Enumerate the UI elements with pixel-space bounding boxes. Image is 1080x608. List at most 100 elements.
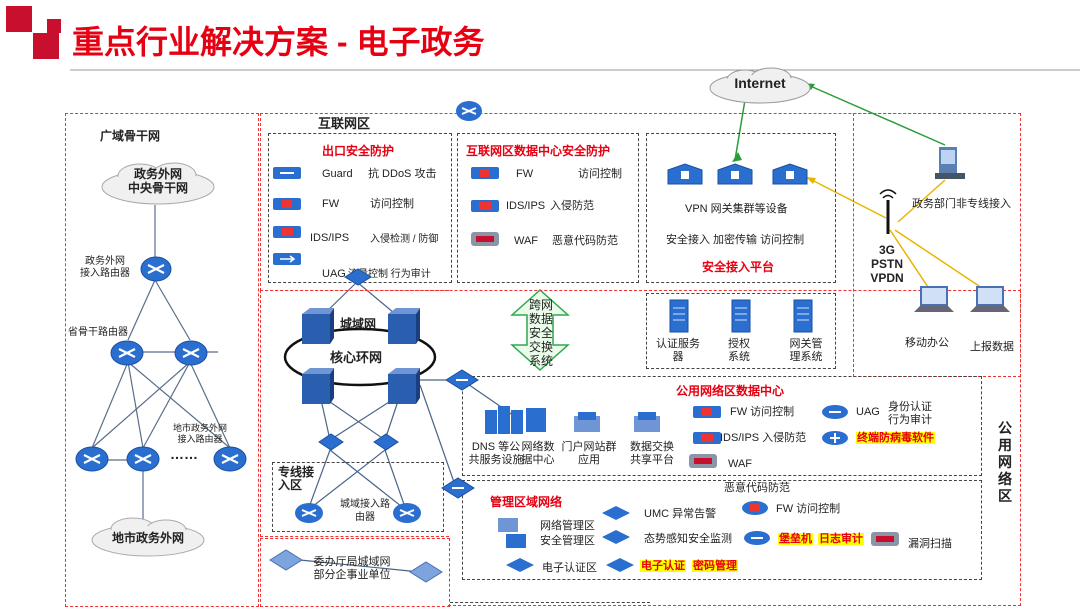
public-service-3: 数据交换共享平台 [630,441,674,466]
web-portal-icon [574,412,600,432]
firewall-icon [742,501,768,515]
mgmt-fw: FW 访问控制 [776,503,841,515]
wan-zone [65,113,259,607]
exchange-platform-icon [634,412,660,432]
server-icon [731,299,751,333]
province-router-label: 省骨干路由器 [68,327,128,338]
servers-box [646,293,836,369]
building-icon [269,549,303,571]
mgmt-crypto-wrap: 密码管理 [692,560,738,573]
remote-net-0: 3G [878,243,895,257]
metro-zone [260,290,449,537]
public-service-2: 门户网站群应用 [561,441,617,466]
exchange-label: 跨网数据安全交换系统 [528,298,553,368]
dedicated-box [272,462,444,532]
public-waf-func: 恶意代码防范 [724,482,790,494]
router-icon [295,503,323,523]
guard-device-icon [273,167,301,179]
dc-title: 互联网区数据中心安全防护 [466,144,611,158]
firewall-icon [471,167,499,179]
cloud-icon [101,162,215,205]
laptop-icon [914,286,954,312]
waf-icon [689,454,717,468]
network-mgmt-icon [498,518,526,548]
pc-icon [935,147,965,179]
antivirus-icon [822,431,848,445]
remote-dept-label: 政务部门非专线接入 [912,198,1011,210]
dc-func-0: 访问控制 [578,168,622,180]
egress-func-0: 抗 DDoS 攻击 [368,168,437,180]
central-cloud-line2: 中央骨干网 [127,181,188,195]
cloud-icon [91,517,205,557]
public-dc-box [462,376,982,476]
public-waf-label: WAF [728,458,753,470]
public-dc-title: 公用网络区数据中心 [676,384,785,398]
office-zone [260,538,450,607]
router-icon [75,446,109,472]
router-icon [174,340,208,366]
city-router-line2: 接入路由器 [177,434,223,444]
router-icon [110,340,144,366]
dc-device-2: WAF [514,235,539,247]
mgmt-umc: UMC 异常告警 [644,508,717,520]
crypto-highlight: 密码管理 [692,560,738,572]
vpn-gateway-icon [667,163,703,185]
dedicated-label: 专线接入区 [278,465,315,492]
ecert-icon [606,558,634,572]
core-switch-icon [302,368,334,404]
ids-ips-icon [693,432,721,444]
vpn-title: 安全接入平台 [702,260,775,274]
router-icon [456,101,482,121]
mgmt-situation: 态势感知安全监测 [644,533,732,545]
log-audit-highlight: 日志审计 [818,533,864,545]
egress-device-0: Guard [322,168,353,180]
switch-icon [344,268,372,286]
internet-zone [260,113,1021,291]
mgmt-ecert-wrap: 电子认证 [640,560,686,573]
page-title: 重点行业解决方案 - 电子政务 [72,24,485,60]
situation-awareness-icon [602,530,630,544]
egress-device-2: IDS/IPS [310,232,350,244]
mgmt-secmgmt: 安全管理区 [540,535,595,547]
public-fw-label: FW 访问控制 [730,406,795,418]
server-label-1: 授权系统 [728,338,750,363]
wan-label: 广域骨干网 [100,129,161,143]
public-uag-label: UAG [856,406,880,418]
internet-zone-label: 互联网区 [318,116,371,131]
egress-device-1: FW [322,198,340,210]
dc-box [457,133,639,283]
mgmt-cert-area: 电子认证区 [542,562,597,574]
public-av-label: 终端防病毒软件 [856,432,935,445]
egress-func-2: 入侵检测 / 防御 [370,234,439,245]
bottom-divider [450,602,650,603]
access-router-line2: 接入路由器 [80,268,130,279]
mgmt-log-wrap: 日志审计 [818,533,864,546]
internet-label: Internet [734,75,786,91]
remote-net-1: PSTN [870,257,903,271]
mgmt-vuln: 漏洞扫描 [908,538,952,550]
dedicated-router-label: 城域接入路由器 [340,499,390,523]
remote-mobile-label: 移动办公 [905,337,949,349]
vuln-scan-icon [871,532,899,546]
dc-func-1: 入侵防范 [550,200,594,212]
dc-device-0: FW [516,168,534,180]
bastion-icon [744,531,770,545]
mgmt-box [462,480,982,580]
cloud-icon [709,67,811,104]
dc-func-2: 恶意代码防范 [552,235,618,247]
antenna-icon [879,189,897,234]
core-switch-icon [388,308,420,344]
bastion-highlight: 堡垒机 [778,533,813,545]
router-icon [393,503,421,523]
ecert-highlight: 电子认证 [640,560,686,572]
vpn-box [646,133,836,283]
vpn-gateway-icon [717,163,753,185]
egress-func-1: 访问控制 [370,198,414,210]
uag-icon [822,405,848,419]
public-service-1: 网络数据中心 [521,441,555,466]
building-icon [409,561,443,583]
egress-func-3: 流量控制 行为审计 [348,269,431,280]
server-label-2: 网关管理系统 [789,338,823,363]
router-icon [213,446,247,472]
office-label: 委办厅局城域网部分企事业单位 [313,556,391,581]
